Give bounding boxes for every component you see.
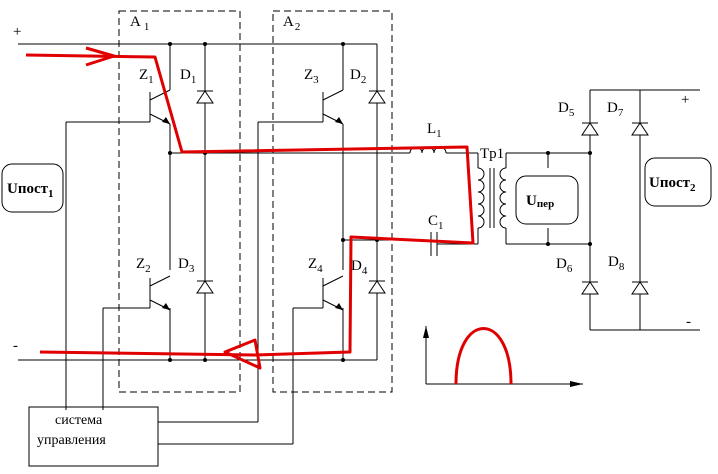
- current-arrow-out: [223, 338, 262, 370]
- positive-rail: [18, 42, 377, 46]
- diode-d6: [581, 281, 599, 295]
- label-d4: D4: [351, 258, 368, 277]
- label-z2: Z2: [136, 256, 151, 275]
- label-a2: A2: [283, 14, 300, 33]
- label-minus-left: -: [13, 338, 18, 354]
- label-minus-right: -: [686, 314, 691, 330]
- diode-d8: [631, 281, 649, 295]
- diode-d5: [581, 122, 599, 136]
- current-path: [25, 53, 475, 357]
- label-u-per: Uпер: [526, 193, 554, 210]
- diode-d2: [368, 90, 386, 104]
- transistor-z2: [103, 275, 171, 311]
- control-system-box: [28, 406, 159, 467]
- gate-drive-wiring: [65, 122, 294, 445]
- transformer-tp1: [477, 153, 507, 244]
- transformer-voltage-box: [515, 175, 579, 225]
- label-d5: D5: [558, 100, 575, 119]
- module-a2-box: [272, 10, 393, 393]
- leg-a2-wiring: [341, 44, 431, 360]
- secondary-wiring: [506, 151, 590, 246]
- transistor-z3: [258, 89, 344, 125]
- input-voltage-box: [1, 163, 64, 213]
- waveform-pulse: [454, 327, 513, 385]
- transistor-z1: [66, 89, 171, 125]
- label-l1: L1: [427, 121, 442, 140]
- label-plus-right: +: [681, 92, 689, 108]
- control-label-line2: управления: [37, 433, 106, 448]
- label-z1: Z1: [139, 67, 154, 86]
- current-arrow-in: [85, 46, 116, 67]
- label-tp1: Tp1: [480, 146, 504, 162]
- label-d3: D3: [178, 256, 195, 275]
- label-d1: D1: [180, 67, 196, 86]
- control-label-line1: система: [55, 413, 103, 428]
- label-z3: Z3: [304, 67, 319, 86]
- label-d6: D6: [556, 256, 573, 275]
- label-d2: D2: [350, 67, 366, 86]
- diode-d7: [631, 122, 649, 136]
- transistor-z4: [293, 275, 344, 311]
- diode-d4: [368, 280, 386, 294]
- label-u-out: Uпост2: [649, 175, 696, 194]
- diode-d1: [196, 90, 214, 104]
- label-z4: Z4: [308, 256, 323, 275]
- label-d8: D8: [608, 254, 625, 273]
- label-c1: C1: [428, 213, 444, 232]
- label-plus-left: +: [13, 24, 21, 40]
- waveform-axes: [423, 326, 583, 387]
- label-d7: D7: [607, 100, 624, 119]
- module-a1-box: [118, 10, 241, 393]
- output-voltage-box: [644, 157, 712, 207]
- label-u-in: Uпост1: [7, 181, 54, 200]
- negative-rail: [18, 358, 377, 362]
- diode-d3: [196, 280, 214, 294]
